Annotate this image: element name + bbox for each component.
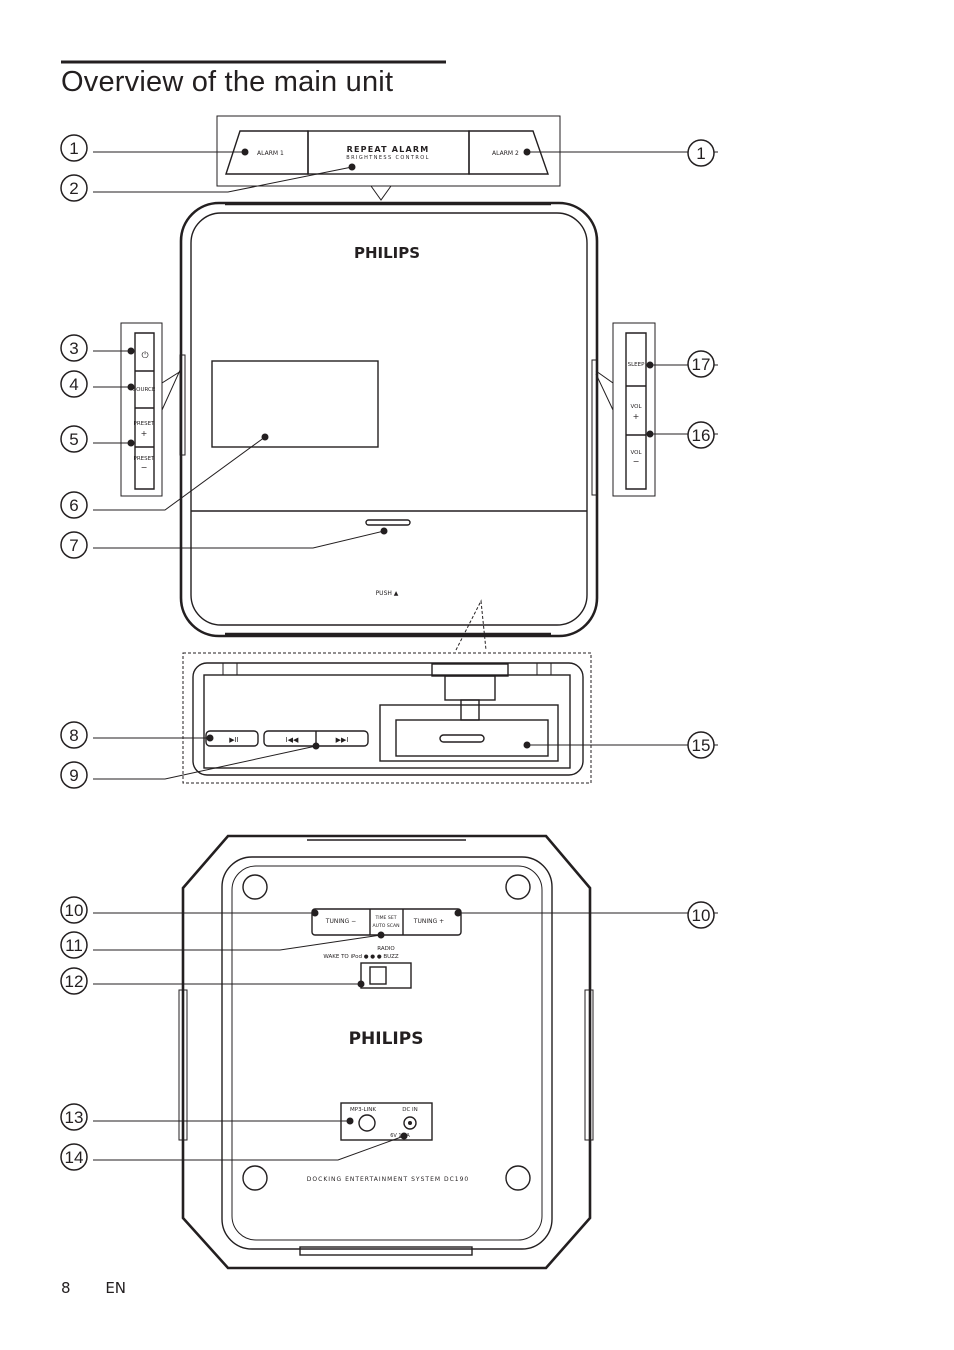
svg-text:8: 8 bbox=[69, 726, 78, 745]
alarm1-label: ALARM 1 bbox=[257, 150, 284, 157]
brightness-label: BRIGHTNESS CONTROL bbox=[346, 155, 430, 161]
page-footer: 8 EN bbox=[61, 1279, 126, 1297]
front-brand-logo: PHILIPS bbox=[354, 244, 420, 262]
callout-4: 4 bbox=[60, 370, 88, 398]
callout-5: 5 bbox=[60, 425, 88, 453]
callout-9: 9 bbox=[60, 761, 88, 789]
right-panel: SLEEP VOL + VOL − bbox=[595, 322, 656, 497]
svg-text:5: 5 bbox=[69, 430, 78, 449]
dc-in-label: DC IN bbox=[402, 1107, 418, 1113]
preset-plus-sign: + bbox=[141, 429, 148, 438]
svg-text:7: 7 bbox=[69, 536, 78, 555]
leader-dots bbox=[127, 148, 654, 1140]
callout-17: 17 bbox=[687, 350, 715, 378]
preset-plus-label: PRESET bbox=[134, 421, 156, 427]
preset-minus-label: PRESET bbox=[134, 456, 156, 462]
callout-3: 3 bbox=[60, 334, 88, 362]
front-view: PHILIPS PUSH ▲ bbox=[179, 201, 599, 638]
svg-text:2: 2 bbox=[69, 179, 78, 198]
callout-7: 7 bbox=[60, 531, 88, 559]
svg-text:1: 1 bbox=[696, 144, 705, 163]
model-name: DOCKING ENTERTAINMENT SYSTEM DC190 bbox=[307, 1176, 469, 1183]
dc-spec-label: 6V 1.5A bbox=[390, 1133, 410, 1139]
top-panel: ALARM 1 ALARM 2 REPEAT ALARM BRIGHTNESS … bbox=[216, 115, 561, 201]
callout-11: 11 bbox=[60, 931, 88, 959]
svg-text:4: 4 bbox=[69, 375, 78, 394]
language-code: EN bbox=[105, 1279, 127, 1297]
source-label: SOURCE bbox=[133, 387, 156, 393]
page-title: Overview of the main unit bbox=[61, 66, 394, 98]
alarm2-label: ALARM 2 bbox=[492, 150, 519, 157]
mp3-link-label: MP3-LINK bbox=[350, 1107, 376, 1113]
callout-16: 16 bbox=[687, 421, 715, 449]
svg-text:9: 9 bbox=[69, 766, 78, 785]
callout-8: 8 bbox=[60, 721, 88, 749]
svg-text:14: 14 bbox=[65, 1148, 84, 1167]
play-pause-label: ▶II bbox=[229, 736, 239, 744]
push-label: PUSH ▲ bbox=[376, 590, 399, 597]
callout-12: 12 bbox=[60, 967, 88, 995]
back-brand-logo: PHILIPS bbox=[349, 1029, 424, 1049]
left-panel: ⏻ SOURCE PRESET + PRESET − bbox=[120, 322, 182, 497]
callout-10-right: 10 bbox=[687, 901, 715, 929]
dock-detail: ▶II I◀◀ ▶▶I bbox=[182, 599, 592, 784]
vol-plus-label: VOL bbox=[630, 404, 642, 410]
auto-scan-label: AUTO SCAN bbox=[372, 923, 399, 929]
svg-text:11: 11 bbox=[65, 936, 83, 955]
vol-plus-sign: + bbox=[633, 412, 640, 421]
callout-2: 2 bbox=[60, 174, 88, 202]
prev-label: I◀◀ bbox=[286, 736, 299, 744]
callout-15: 15 bbox=[687, 731, 715, 759]
power-icon: ⏻ bbox=[141, 350, 148, 361]
callout-10-left: 10 bbox=[60, 896, 88, 924]
sleep-label: SLEEP bbox=[628, 362, 646, 368]
vol-minus-label: VOL bbox=[630, 450, 642, 456]
back-view: TUNING − TIME SET AUTO SCAN TUNING + RAD… bbox=[178, 834, 594, 1270]
svg-text:15: 15 bbox=[692, 736, 711, 755]
svg-text:10: 10 bbox=[692, 906, 711, 925]
page-number: 8 bbox=[61, 1279, 71, 1297]
callout-6: 6 bbox=[60, 491, 88, 519]
svg-text:10: 10 bbox=[65, 901, 84, 920]
svg-text:17: 17 bbox=[692, 355, 711, 374]
vol-minus-sign: − bbox=[633, 457, 640, 466]
callout-13: 13 bbox=[60, 1103, 88, 1131]
callout-14: 14 bbox=[60, 1143, 88, 1171]
svg-text:6: 6 bbox=[69, 496, 78, 515]
callout-1-left: 1 bbox=[60, 134, 88, 162]
callout-1-right: 1 bbox=[687, 139, 715, 167]
tuning-plus-label: TUNING + bbox=[413, 918, 444, 925]
wake-to-label: WAKE TO iPod ● ● ● BUZZ bbox=[323, 954, 399, 960]
svg-text:1: 1 bbox=[69, 139, 78, 158]
next-label: ▶▶I bbox=[336, 736, 349, 744]
svg-text:3: 3 bbox=[69, 339, 78, 358]
radio-label: RADIO bbox=[377, 946, 395, 952]
time-set-label: TIME SET bbox=[374, 915, 396, 921]
repeat-alarm-label: REPEAT ALARM bbox=[347, 145, 430, 154]
tuning-minus-label: TUNING − bbox=[325, 918, 356, 925]
svg-text:12: 12 bbox=[65, 972, 84, 991]
svg-text:13: 13 bbox=[65, 1108, 84, 1127]
svg-text:16: 16 bbox=[692, 426, 711, 445]
preset-minus-sign: − bbox=[141, 463, 148, 472]
